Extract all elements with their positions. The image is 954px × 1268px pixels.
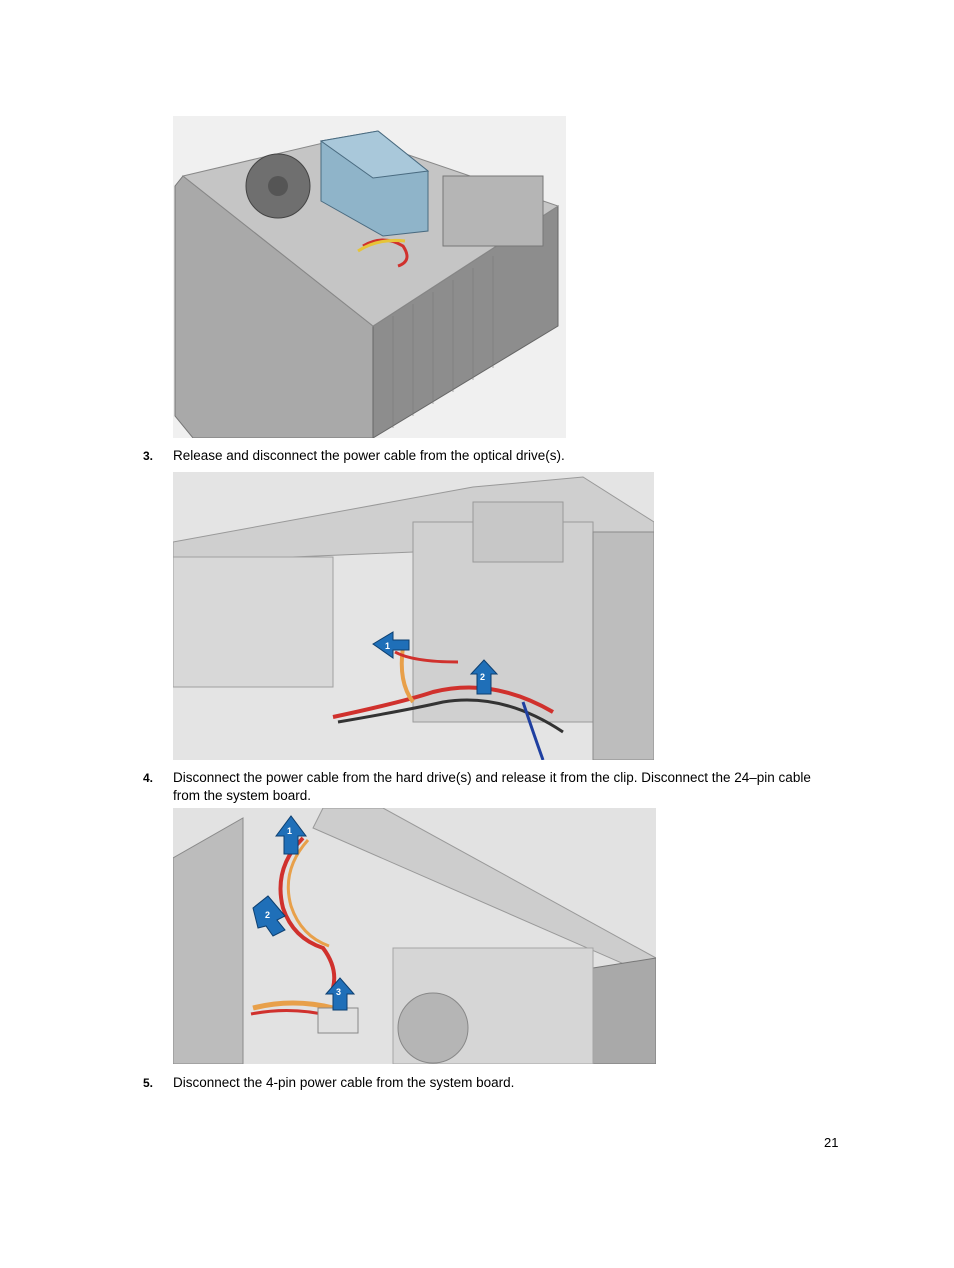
figure-optical-drive-cable: 1 2: [173, 472, 654, 760]
page-number: 21: [824, 1135, 839, 1150]
figure-chassis-overview: [173, 116, 566, 438]
callout-label: 1: [287, 826, 292, 836]
step-number: 5.: [143, 1076, 154, 1090]
callout-arrow-2: 2: [252, 895, 286, 937]
optical-drive-illustration: 1 2: [173, 472, 654, 760]
step-number: 4.: [143, 771, 154, 785]
step-4: 4. Disconnect the power cable from the h…: [143, 769, 843, 805]
callout-arrow-2: 2: [469, 659, 499, 695]
callout-arrow-1: 1: [372, 631, 410, 659]
hard-drive-illustration: 1 2 3: [173, 808, 656, 1064]
step-number: 3.: [143, 449, 154, 463]
step-3: 3. Release and disconnect the power cabl…: [143, 447, 843, 465]
step-text: Release and disconnect the power cable f…: [173, 448, 565, 463]
step-text: Disconnect the power cable from the hard…: [173, 770, 811, 803]
figure-hard-drive-cable: 1 2 3: [173, 808, 656, 1064]
chassis-illustration: [173, 116, 566, 438]
step-text: Disconnect the 4-pin power cable from th…: [173, 1075, 515, 1090]
callout-label: 2: [265, 910, 270, 920]
callout-arrow-1: 1: [275, 815, 307, 855]
step-5: 5. Disconnect the 4-pin power cable from…: [143, 1074, 843, 1092]
callout-label: 3: [336, 987, 341, 997]
callout-arrow-3: 3: [324, 977, 356, 1011]
callout-label: 2: [480, 672, 485, 682]
callout-label: 1: [385, 641, 390, 651]
